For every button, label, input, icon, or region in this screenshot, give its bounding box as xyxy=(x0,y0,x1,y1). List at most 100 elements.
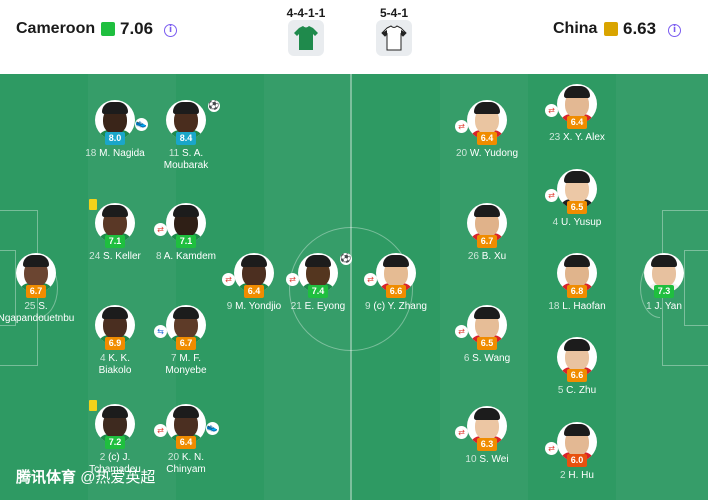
right-goal-box xyxy=(684,250,708,326)
substitution-icon: ⇄ xyxy=(455,325,468,338)
player-name: 21 E. Eyong xyxy=(290,301,346,312)
player-name: 7 M. F.Monyebe xyxy=(165,353,207,376)
player-card[interactable]: ⇄ 6.4 20 W. Yudong xyxy=(441,100,533,180)
player-card[interactable]: 7.3 1 J. Yan xyxy=(618,253,708,333)
player-card[interactable]: 7.1 24 S. Keller xyxy=(69,199,161,283)
player-name: 18 M. Nagida xyxy=(85,148,145,159)
yellow-card-icon xyxy=(89,400,97,411)
player-rating: 6.6 xyxy=(386,285,406,298)
player-card[interactable]: ⇄ 6.0 2 H. Hu xyxy=(531,422,623,502)
player-card[interactable]: 6.7 25 S.Ngapandouetnbu xyxy=(0,253,82,333)
player-rating: 6.7 xyxy=(477,235,497,248)
substitution-icon: ⇄ xyxy=(222,273,235,286)
player-card[interactable]: ⚽ 8.4 11 S. A.Moubarak xyxy=(140,100,232,180)
player-card[interactable]: ⇄ 6.4 9 M. Yondjio xyxy=(208,253,300,333)
substitution-icon: ⇄ xyxy=(364,273,377,286)
home-team-name[interactable]: Cameroon xyxy=(16,20,96,37)
home-formation: 4-4-1-1 xyxy=(286,6,326,20)
home-rating-indicator xyxy=(101,22,115,36)
substitution-icon: ⇄ xyxy=(545,104,558,117)
player-card[interactable]: ⇄ 6.5 6 S. Wang xyxy=(441,305,533,385)
player-name: 10 S. Wei xyxy=(465,454,509,465)
watermark: 腾讯体育 @热爱英超 xyxy=(16,466,155,487)
away-rating-indicator xyxy=(604,22,618,36)
player-name: 4 K. K.Biakolo xyxy=(98,353,132,376)
player-card[interactable]: ⇄ 👟 6.4 20 K. N.Chinyam xyxy=(140,404,232,484)
player-name: 20 K. N.Chinyam xyxy=(166,452,206,475)
assist-icon: 👟 xyxy=(135,118,148,131)
player-name: 2 H. Hu xyxy=(560,470,594,481)
away-kit-icon xyxy=(376,20,412,56)
player-card[interactable]: 6.9 4 K. K.Biakolo xyxy=(69,305,161,385)
assist-icon: 👟 xyxy=(206,422,219,435)
player-rating: 8.4 xyxy=(176,132,196,145)
player-card[interactable]: 6.6 5 C. Zhu xyxy=(531,337,623,417)
player-rating: 6.5 xyxy=(567,201,587,214)
player-card[interactable]: ⇄ 6.6 9 (c) Y. Zhang xyxy=(350,253,442,333)
player-card[interactable]: ⇆ 6.7 7 M. F.Monyebe xyxy=(140,305,232,385)
substitution-icon: ⇄ xyxy=(545,442,558,455)
player-card[interactable]: ⇄ 6.3 10 S. Wei xyxy=(441,406,533,486)
player-rating: 7.1 xyxy=(176,235,196,248)
player-name: 1 J. Yan xyxy=(646,301,682,312)
player-rating: 6.5 xyxy=(477,337,497,350)
home-kit-icon xyxy=(288,20,324,56)
substitution-icon: ⇆ xyxy=(154,325,167,338)
away-team-rating: 6.63 xyxy=(623,19,657,38)
player-rating: 6.8 xyxy=(567,285,587,298)
player-card[interactable]: ⇄ 6.4 23 X. Y. Alex xyxy=(531,84,623,164)
player-avatar xyxy=(166,305,206,345)
info-icon[interactable]: i xyxy=(164,24,177,37)
substitution-icon: ⇄ xyxy=(154,424,167,437)
away-formation: 5-4-1 xyxy=(379,6,408,20)
player-rating: 7.1 xyxy=(105,235,125,248)
player-rating: 7.2 xyxy=(105,436,125,449)
player-card[interactable]: ⇄ 7.1 8 A. Kamdem xyxy=(140,203,232,283)
player-rating: 6.9 xyxy=(105,337,125,350)
player-card[interactable]: ⇄ ⚽ 7.4 21 E. Eyong xyxy=(272,253,364,333)
player-rating: 7.3 xyxy=(654,285,674,298)
goal-icon: ⚽ xyxy=(208,100,220,112)
player-card[interactable]: 7.2 2 (c) J.Tchamadeu xyxy=(69,400,161,484)
player-rating: 6.6 xyxy=(567,369,587,382)
player-name: 23 X. Y. Alex xyxy=(549,132,605,143)
player-name: 20 W. Yudong xyxy=(455,148,519,159)
player-rating: 6.4 xyxy=(244,285,264,298)
substitution-icon: ⇄ xyxy=(154,223,167,236)
substitution-icon: ⇄ xyxy=(455,426,468,439)
player-name: 25 S.Ngapandouetnbu xyxy=(0,301,75,324)
player-name: 6 S. Wang xyxy=(463,353,511,364)
player-card[interactable]: ⇄ 6.5 4 U. Yusup xyxy=(531,169,623,249)
watermark-author: @热爱英超 xyxy=(80,469,156,486)
home-team-rating: 7.06 xyxy=(120,19,154,38)
player-name: 4 U. Yusup xyxy=(552,217,602,228)
substitution-icon: ⇄ xyxy=(455,120,468,133)
away-team-name[interactable]: China xyxy=(553,20,598,37)
player-card[interactable]: 6.8 18 L. Haofan xyxy=(531,253,623,333)
player-name: 11 S. A.Moubarak xyxy=(163,148,209,171)
player-rating: 6.7 xyxy=(26,285,46,298)
player-name: 5 C. Zhu xyxy=(557,385,597,396)
player-name: 8 A. Kamdem xyxy=(155,251,217,262)
player-rating: 6.4 xyxy=(477,132,497,145)
player-card[interactable]: 6.7 26 B. Xu xyxy=(441,203,533,283)
player-rating: 6.3 xyxy=(477,438,497,451)
player-rating: 6.0 xyxy=(567,454,587,467)
player-name: 9 (c) Y. Zhang xyxy=(365,301,427,312)
left-goal-box xyxy=(0,250,16,326)
goal-icon: ⚽ xyxy=(340,253,352,265)
player-name: 18 L. Haofan xyxy=(548,301,606,312)
player-name: 2 (c) J.Tchamadeu xyxy=(89,452,141,475)
player-card[interactable]: 👟 8.0 18 M. Nagida xyxy=(69,100,161,180)
info-icon[interactable]: i xyxy=(668,24,681,37)
player-rating: 6.4 xyxy=(176,436,196,449)
player-name: 24 S. Keller xyxy=(89,251,141,262)
player-name: 26 B. Xu xyxy=(467,251,507,262)
player-avatar xyxy=(234,253,274,293)
substitution-icon: ⇄ xyxy=(286,273,299,286)
substitution-icon: ⇄ xyxy=(545,189,558,202)
player-avatar xyxy=(557,84,597,124)
match-header: Cameroon 7.06 i 4-4-1-1 5-4-1 China 6.63… xyxy=(0,0,708,74)
player-name: 9 M. Yondjio xyxy=(226,301,282,312)
player-rating: 6.4 xyxy=(567,116,587,129)
